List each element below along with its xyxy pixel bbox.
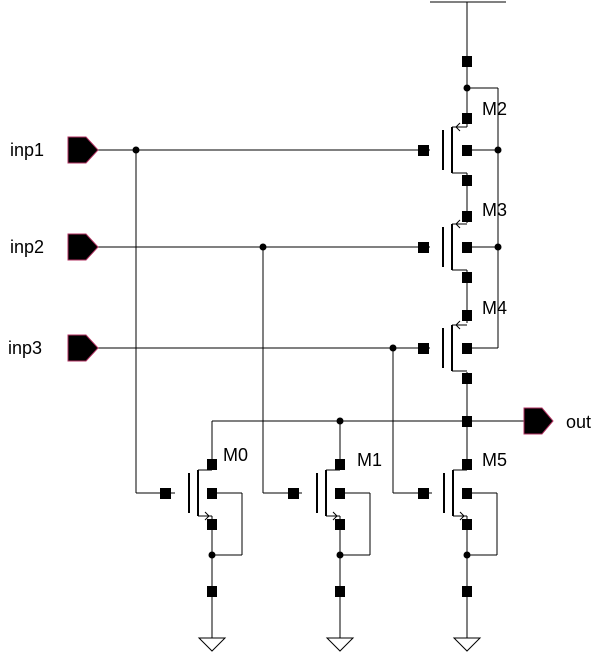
port-inp3[interactable]: inp3 xyxy=(8,334,99,362)
port-inp1[interactable]: inp1 xyxy=(10,136,99,164)
m1-label: M1 xyxy=(357,450,382,470)
port-out[interactable]: out xyxy=(523,407,591,435)
vdd-supply xyxy=(430,1,506,88)
ground-symbols xyxy=(197,637,482,652)
input-port-icon xyxy=(67,233,99,261)
input-port-icon xyxy=(67,136,99,164)
inp3-label: inp3 xyxy=(8,338,42,358)
ground-icon xyxy=(452,637,482,652)
inp2-label: inp2 xyxy=(10,237,44,257)
out-label: out xyxy=(566,412,591,432)
inp1-label: inp1 xyxy=(10,140,44,160)
pmos-m4: M4 xyxy=(418,298,507,384)
nmos-m0: M0 xyxy=(160,445,248,597)
input-port-icon xyxy=(67,334,99,362)
m2-label: M2 xyxy=(482,99,507,119)
m5-label: M5 xyxy=(482,450,507,470)
m4-label: M4 xyxy=(482,298,507,318)
ground-icon xyxy=(197,637,227,652)
pmos-m3: M3 xyxy=(418,200,507,283)
pmos-m2: M2 xyxy=(418,99,507,186)
ground-icon xyxy=(325,637,355,652)
output-port-icon xyxy=(523,407,554,435)
nmos-m1: M1 xyxy=(288,450,382,597)
nmos-m5: M5 xyxy=(418,416,507,597)
m3-label: M3 xyxy=(482,200,507,220)
m0-label: M0 xyxy=(223,445,248,465)
wiring xyxy=(96,87,540,638)
port-inp2[interactable]: inp2 xyxy=(10,233,99,261)
